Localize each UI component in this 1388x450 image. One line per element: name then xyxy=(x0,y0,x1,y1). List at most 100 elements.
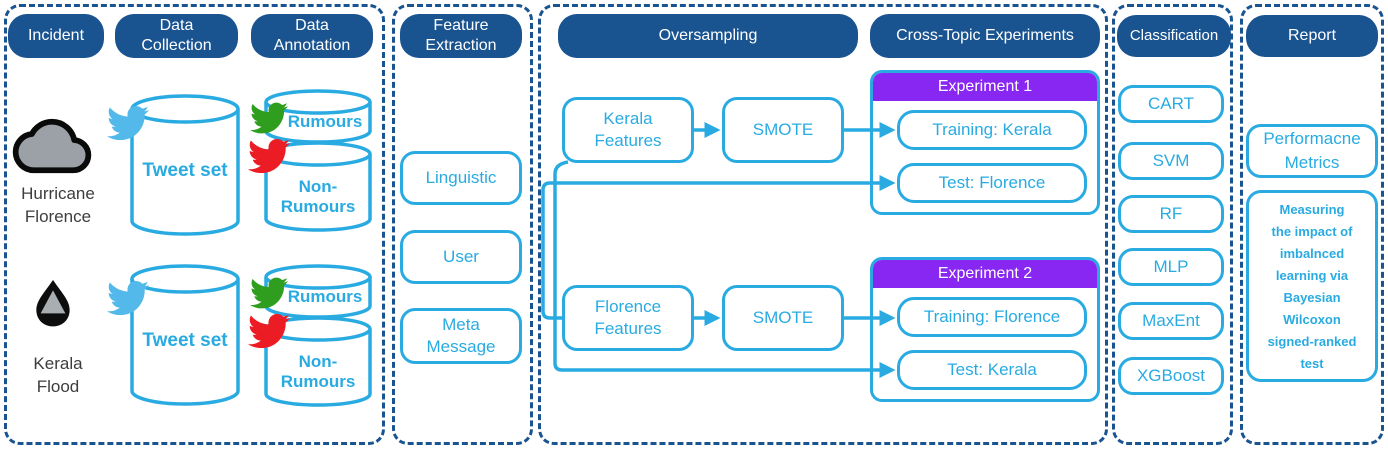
stats-line: the impact of xyxy=(1271,224,1353,239)
feature-box-linguistic-label: Linguistic xyxy=(425,168,497,187)
classifier-cart-label: CART xyxy=(1148,94,1194,113)
experiment-2-title: Experiment 2 xyxy=(937,265,1033,282)
classifier-xgboost-label: XGBoost xyxy=(1136,366,1206,385)
header-data-annotation-line1: Data xyxy=(295,17,329,34)
tweet-set-label: Tweet set xyxy=(142,330,228,351)
twitter-bird-icon-red xyxy=(248,313,290,349)
experiment-2-container: Experiment 2 Training: Florence Test: Ke… xyxy=(870,257,1100,402)
smote-kerala-label: SMOTE xyxy=(752,120,814,139)
database-cylinder xyxy=(264,316,372,407)
classifier-box-maxent: MaxEnt xyxy=(1118,302,1224,340)
rumours-label: Rumours xyxy=(287,112,363,131)
feature-box-user-label: User xyxy=(443,247,479,266)
header-feature-extraction-line2: Extraction xyxy=(425,37,497,54)
twitter-bird-icon-green xyxy=(250,102,288,134)
smote-florence-label: SMOTE xyxy=(752,308,814,327)
incident-label-hurricane-line2: Florence xyxy=(24,207,92,226)
header-data-annotation: Data Annotation xyxy=(251,14,373,58)
test-florence-label: Test: Florence xyxy=(938,173,1046,192)
twitter-bird-icon-green xyxy=(250,277,288,309)
header-feature-extraction: Feature Extraction xyxy=(400,14,522,58)
section-classification: Classification CART SVM RF MLP MaxEnt XG… xyxy=(1112,4,1233,445)
twitter-bird-icon xyxy=(107,105,149,141)
feature-box-meta-message: Meta Message xyxy=(400,308,522,364)
classifier-rf-label: RF xyxy=(1159,204,1183,223)
training-florence-label: Training: Florence xyxy=(923,307,1061,326)
stats-line: test xyxy=(1300,356,1324,371)
database-cylinder xyxy=(130,94,240,236)
performance-metrics-box: Performacne Metrics xyxy=(1246,124,1378,178)
section-oversampling-experiments: Oversampling Cross-Topic Experiments Ker… xyxy=(538,4,1108,445)
performance-metrics-line1: Performacne xyxy=(1263,129,1361,148)
non-rumours-label: Non-Rumours xyxy=(280,352,356,391)
kerala-features-line1: Kerala xyxy=(603,109,653,128)
experiment-1-header: Experiment 1 xyxy=(873,73,1097,101)
header-data-collection: Data Collection xyxy=(115,14,238,58)
smote-box-florence: SMOTE xyxy=(722,285,844,351)
stats-line: signed-ranked xyxy=(1267,334,1357,349)
section-feature-extraction: Feature Extraction Linguistic User Meta … xyxy=(392,4,533,445)
water-drop-icon xyxy=(36,280,70,327)
training-florence-box: Training: Florence xyxy=(897,297,1087,337)
incident-label-kerala-line1: Kerala xyxy=(33,354,83,373)
header-oversampling: Oversampling xyxy=(558,14,858,58)
header-feature-extraction-line1: Feature xyxy=(433,17,489,34)
experiment-1-container: Experiment 1 Training: Kerala Test: Flor… xyxy=(870,70,1100,215)
database-cylinder xyxy=(264,89,372,144)
training-kerala-box: Training: Kerala xyxy=(897,110,1087,150)
incident-label-kerala-line2: Flood xyxy=(36,377,80,396)
classifier-box-mlp: MLP xyxy=(1118,248,1224,286)
twitter-bird-icon xyxy=(107,280,149,316)
section-report: Report Performacne Metrics Measuring the… xyxy=(1240,4,1384,445)
database-cylinder xyxy=(264,141,372,232)
rumours-label: Rumours xyxy=(287,287,363,306)
classifier-mlp-label: MLP xyxy=(1153,257,1189,276)
feature-box-linguistic: Linguistic xyxy=(400,151,522,205)
header-classification-label: Classification xyxy=(1129,27,1219,44)
header-cross-topic-experiments: Cross-Topic Experiments xyxy=(870,14,1100,58)
header-incident-label: Incident xyxy=(27,27,85,44)
section-incident-data: Incident Data Collection Data Annotation… xyxy=(4,4,385,445)
florence-features-line1: Florence xyxy=(594,297,662,316)
test-kerala-label: Test: Kerala xyxy=(947,360,1037,379)
database-cylinder xyxy=(264,264,372,319)
database-cylinder xyxy=(130,264,240,406)
non-rumours-label: Non-Rumours xyxy=(280,177,356,216)
experiment-1-title: Experiment 1 xyxy=(937,78,1033,95)
header-incident: Incident xyxy=(8,14,104,58)
performance-metrics-line2: Metrics xyxy=(1284,153,1340,172)
cloud-icon xyxy=(12,118,92,174)
classifier-box-xgboost: XGBoost xyxy=(1118,357,1224,395)
tweet-set-label: Tweet set xyxy=(142,160,228,181)
florence-features-line2: Features xyxy=(594,319,662,338)
header-report-label: Report xyxy=(1287,27,1337,44)
incident-label-kerala: Kerala Flood xyxy=(7,352,109,398)
stats-line: Wilcoxon xyxy=(1283,312,1341,327)
classifier-maxent-label: MaxEnt xyxy=(1142,311,1200,330)
header-oversampling-label: Oversampling xyxy=(658,27,758,44)
test-kerala-box: Test: Kerala xyxy=(897,350,1087,390)
stats-line: learning via xyxy=(1275,268,1349,283)
header-cross-topic-label: Cross-Topic Experiments xyxy=(896,27,1074,44)
smote-box-kerala: SMOTE xyxy=(722,97,844,163)
feature-box-user: User xyxy=(400,230,522,284)
header-classification: Classification xyxy=(1117,15,1231,57)
kerala-features-line2: Features xyxy=(594,131,662,150)
statistical-test-box: Measuring the impact of imbalnced learni… xyxy=(1246,190,1378,382)
training-kerala-label: Training: Kerala xyxy=(932,120,1052,139)
header-report: Report xyxy=(1246,15,1378,57)
florence-features-box: Florence Features xyxy=(562,285,694,351)
classifier-svm-label: SVM xyxy=(1152,151,1190,170)
incident-label-hurricane-line1: Hurricane xyxy=(21,184,95,203)
experiment-2-header: Experiment 2 xyxy=(873,260,1097,288)
kerala-features-box: Kerala Features xyxy=(562,97,694,163)
stats-line: imbalnced xyxy=(1279,246,1345,261)
classifier-box-cart: CART xyxy=(1118,85,1224,123)
classifier-box-rf: RF xyxy=(1118,195,1224,233)
twitter-bird-icon-red xyxy=(248,138,290,174)
stats-line: Measuring xyxy=(1279,202,1345,217)
header-data-collection-line1: Data xyxy=(159,17,194,34)
stats-line: Bayesian xyxy=(1283,290,1341,305)
feature-box-meta-message-label: Meta Message xyxy=(426,315,496,356)
